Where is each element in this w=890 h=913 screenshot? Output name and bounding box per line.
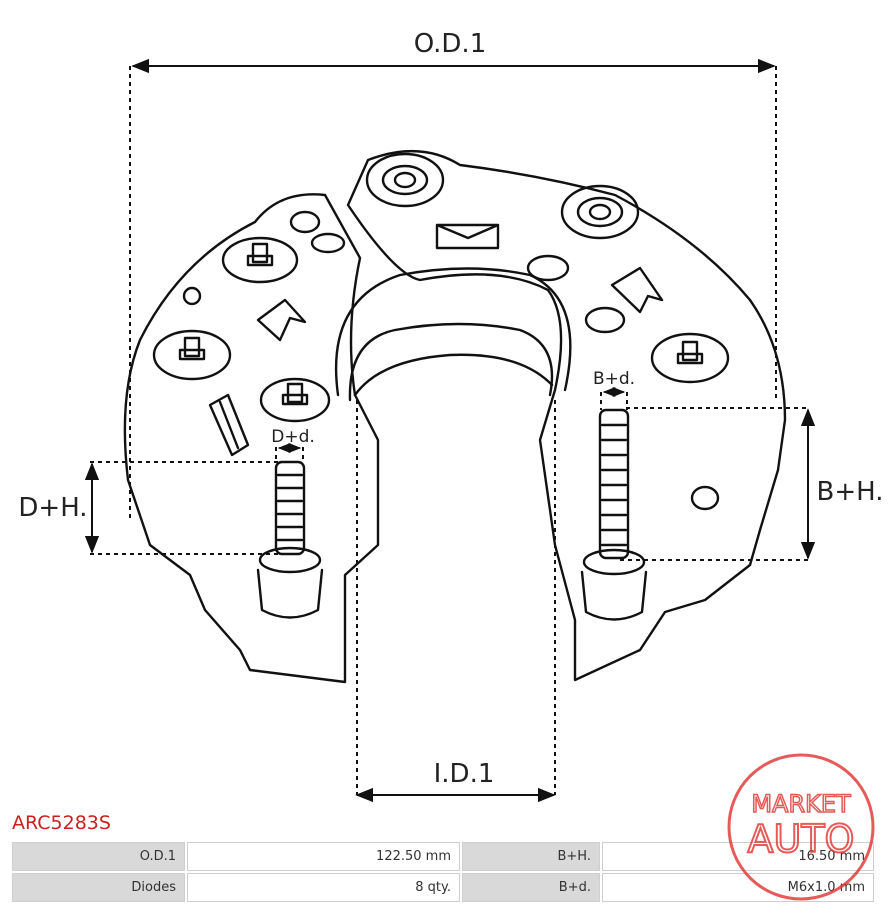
spec-value: 122.50 mm	[187, 842, 460, 871]
right-bolt	[580, 408, 648, 621]
right-terminals	[365, 152, 730, 511]
spec-table: O.D.1 122.50 mm B+H. 16.50 mm Diodes 8 q…	[10, 840, 876, 904]
rectifier-left-body	[123, 193, 380, 684]
spec-label: O.D.1	[12, 842, 185, 871]
bd-label: B+d.	[593, 369, 635, 389]
spec-value: M6x1.0 mm	[602, 873, 874, 902]
bh-label: B+H.	[817, 477, 884, 507]
spec-label: B+H.	[462, 842, 600, 871]
dd-label: D+d.	[271, 427, 315, 447]
dh-label: D+H.	[18, 493, 87, 523]
spec-value: 16.50 mm	[602, 842, 874, 871]
spec-value: 8 qty.	[187, 873, 460, 902]
rectifier-right-body	[346, 150, 787, 682]
table-row: Diodes 8 qty. B+d. M6x1.0 mm	[12, 873, 874, 902]
left-terminals	[152, 210, 346, 457]
left-bolt	[256, 460, 324, 619]
market-auto-logo: MARKET AUTO	[727, 753, 875, 901]
spec-label: B+d.	[462, 873, 600, 902]
center-arch-outer	[334, 267, 572, 397]
spec-label: Diodes	[12, 873, 185, 902]
logo-top-text: MARKET	[751, 790, 851, 818]
id-label: I.D.1	[434, 759, 495, 789]
center-arch-inner	[348, 322, 554, 402]
od-label: O.D.1	[414, 29, 487, 59]
table-row: O.D.1 122.50 mm B+H. 16.50 mm	[12, 842, 874, 871]
part-number: ARC5283S	[12, 812, 111, 834]
logo-bottom-text: AUTO	[748, 817, 855, 861]
